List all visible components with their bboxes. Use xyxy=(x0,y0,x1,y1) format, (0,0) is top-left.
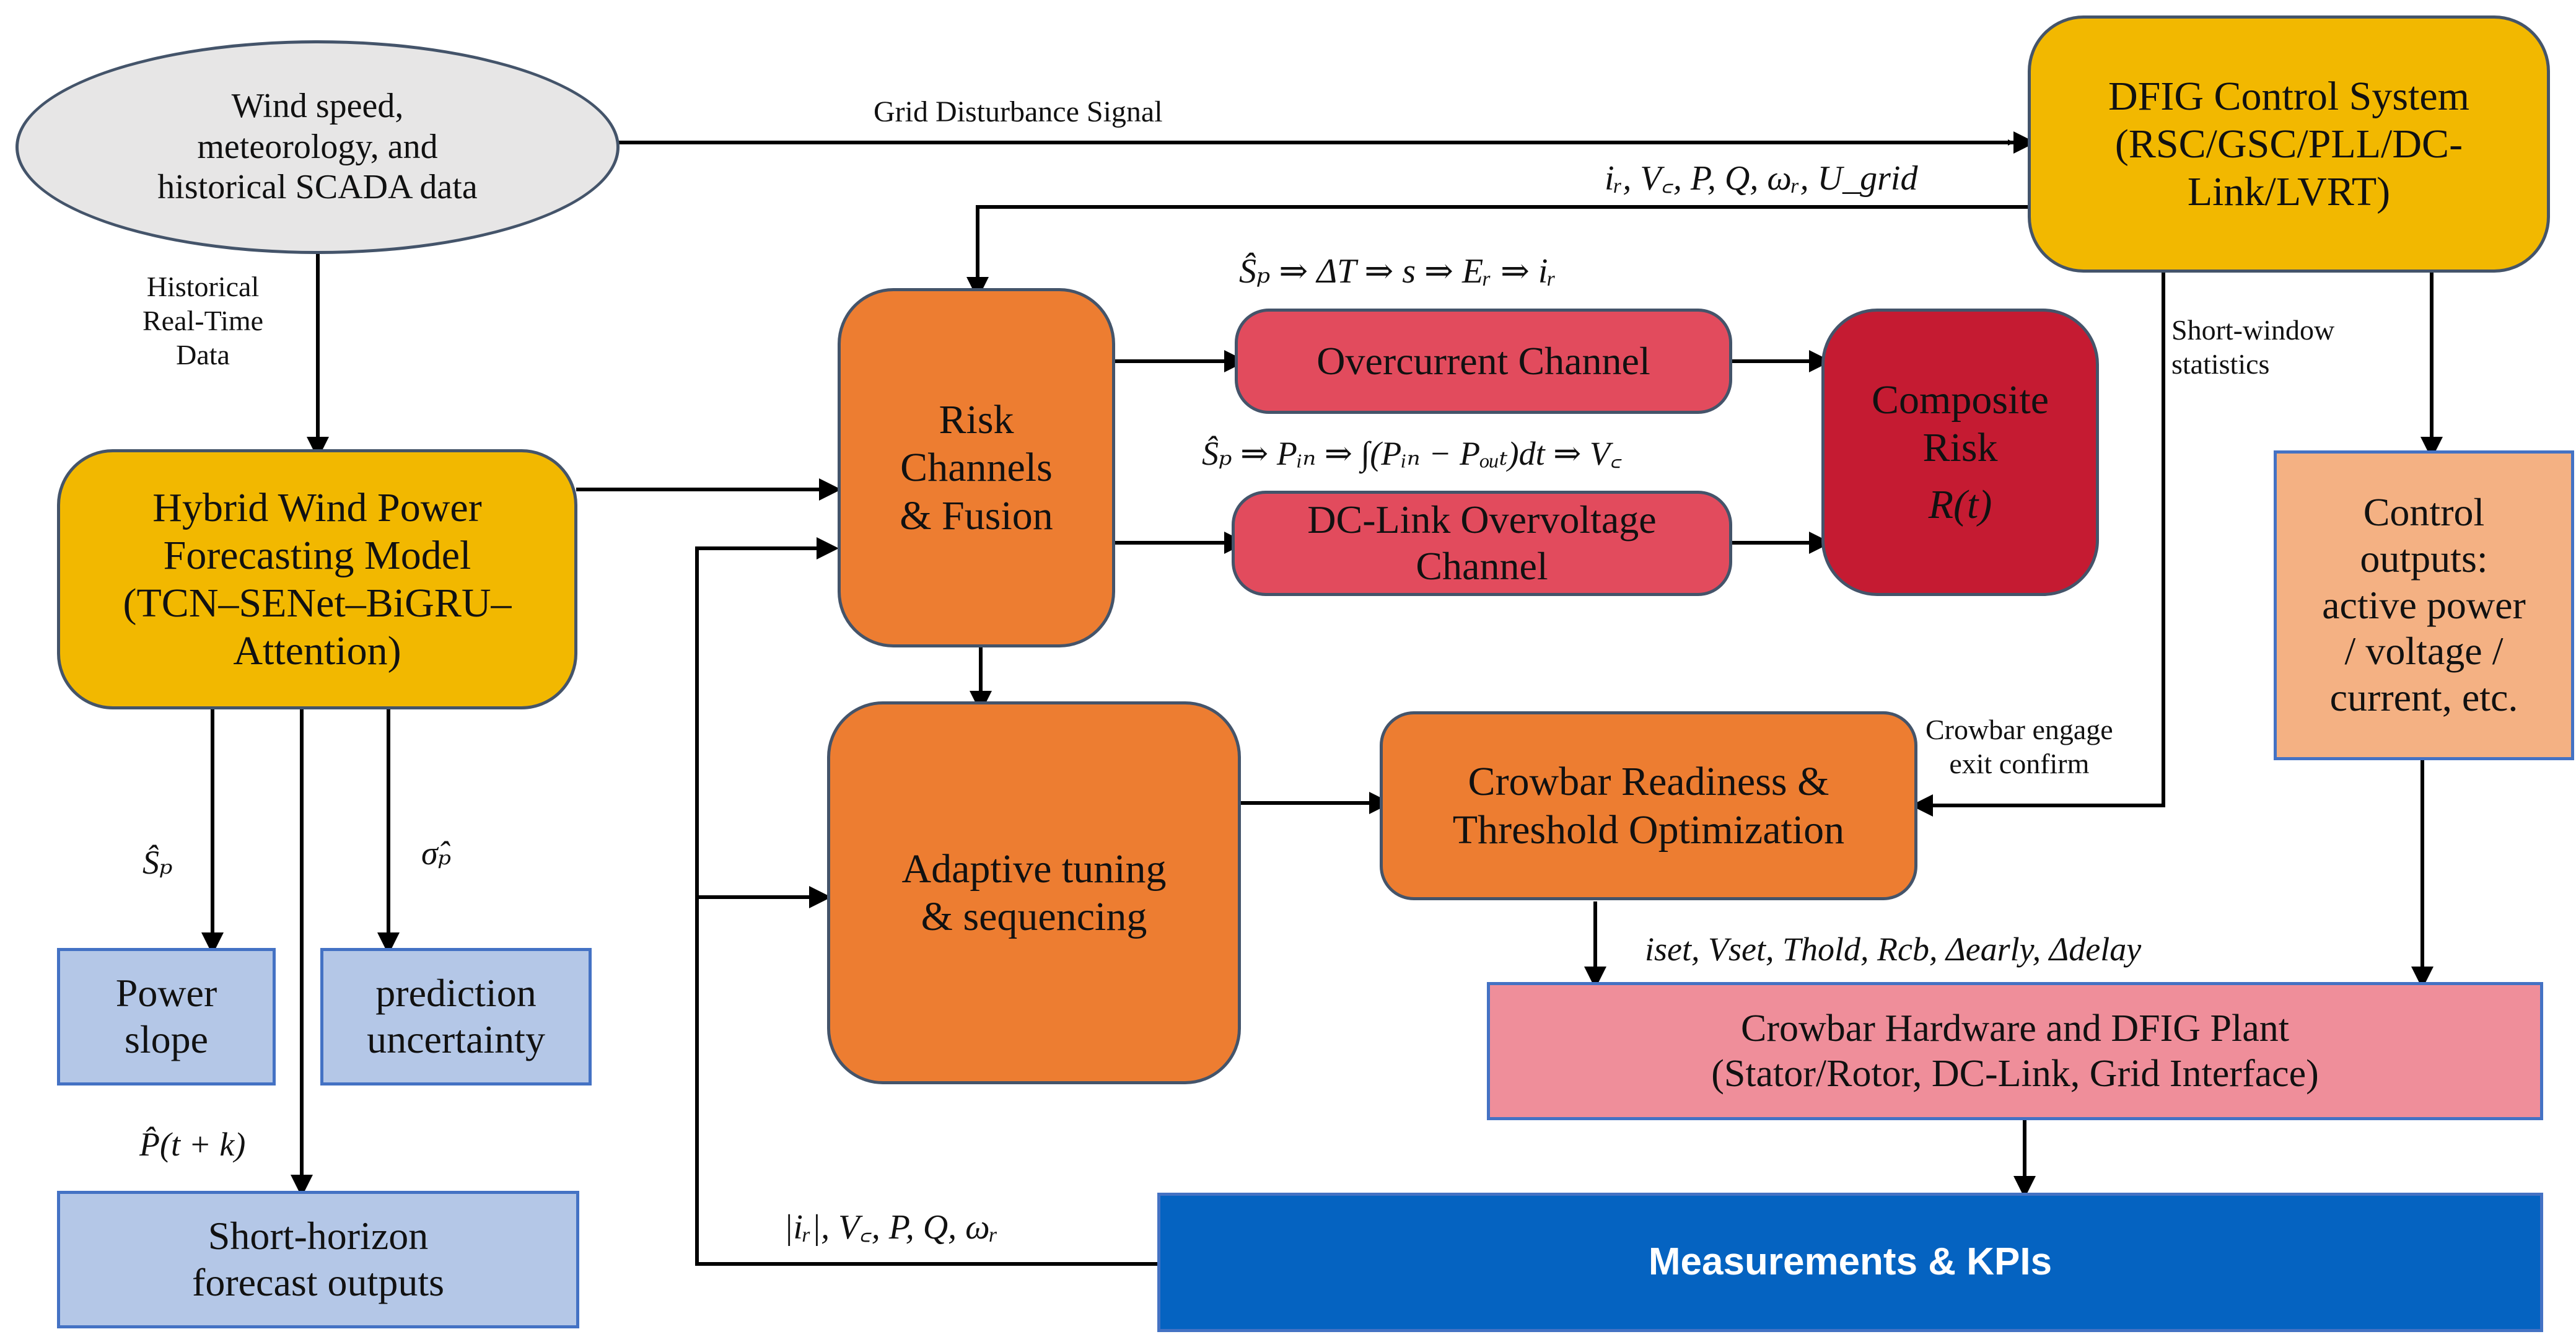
short-horizon-outputs-label: Short-horizon forecast outputs xyxy=(192,1214,444,1304)
uncertainty-symbol: σ̂ₚ xyxy=(421,835,452,872)
adaptive-tuning-label: Adaptive tuning & sequencing xyxy=(901,846,1167,939)
risk-channels-node: Risk Channels & Fusion xyxy=(838,288,1115,647)
short-window-label: Short-window statistics xyxy=(2171,314,2335,380)
crowbar-params-label: iset, Vset, Thold, Rcb, Δearly, Δdelay xyxy=(1645,931,2142,968)
dclink-chain-label: Ŝₚ ⇒ Pᵢₙ ⇒ ∫(Pᵢₙ − Pₒᵤₜ)dt ⇒ V꜀ xyxy=(1202,435,1622,472)
composite-risk-node: Composite Risk R(t) xyxy=(1821,309,2099,596)
power-slope-label: Power slope xyxy=(115,971,217,1061)
power-slope-symbol: Ŝₚ xyxy=(142,844,173,881)
forecast-model-label: Hybrid Wind Power Forecasting Model (TCN… xyxy=(123,485,512,674)
crowbar-hardware-node: Crowbar Hardware and DFIG Plant (Stator/… xyxy=(1487,982,2543,1120)
measurement-signals-label: |iᵣ|, V꜀, P, Q, ωᵣ xyxy=(784,1208,999,1247)
crowbar-engage-label: Crowbar engage exit confirm xyxy=(1925,714,2113,780)
input-data-node: Wind speed, meteorology, and historical … xyxy=(15,40,620,254)
input-data-label: Wind speed, meteorology, and historical … xyxy=(157,87,478,207)
overcurrent-channel-label: Overcurrent Channel xyxy=(1316,338,1650,383)
prediction-uncertainty-label: prediction uncertainty xyxy=(367,971,545,1061)
dfig-control-label: DFIG Control System (RSC/GSC/PLL/DC- Lin… xyxy=(2108,73,2470,215)
short-horizon-outputs-node: Short-horizon forecast outputs xyxy=(57,1191,579,1328)
dfig-control-node: DFIG Control System (RSC/GSC/PLL/DC- Lin… xyxy=(2028,15,2550,273)
grid-disturbance-label: Grid Disturbance Signal xyxy=(874,95,1163,128)
crowbar-readiness-label: Crowbar Readiness & Threshold Optimizati… xyxy=(1452,759,1845,853)
control-outputs-node: Control outputs: active power / voltage … xyxy=(2274,450,2574,760)
risk-channels-label: Risk Channels & Fusion xyxy=(900,397,1053,538)
adaptive-tuning-node: Adaptive tuning & sequencing xyxy=(827,701,1241,1084)
prediction-uncertainty-node: prediction uncertainty xyxy=(320,948,592,1085)
forecast-symbol: P̂(t + k) xyxy=(139,1126,246,1163)
arrow-measurement-feedback xyxy=(695,546,1157,1266)
measurements-node: Measurements & KPIs xyxy=(1157,1193,2543,1332)
composite-risk-label: Composite Risk xyxy=(1871,377,2049,471)
dclink-channel-label: DC-Link Overvoltage Channel xyxy=(1307,498,1657,588)
measurements-label: Measurements & KPIs xyxy=(1648,1240,2052,1284)
historical-realtime-label: Historical Real-Time Data xyxy=(142,271,264,371)
feedback-signals-label: iᵣ, V꜀, P, Q, ωᵣ, U_grid xyxy=(1605,159,1918,198)
overcurrent-chain-label: Ŝₚ ⇒ ΔT ⇒ s ⇒ Eᵣ ⇒ iᵣ xyxy=(1239,252,1557,291)
arrow-feedback-signals xyxy=(976,205,2029,285)
forecast-model-node: Hybrid Wind Power Forecasting Model (TCN… xyxy=(57,449,577,709)
crowbar-readiness-node: Crowbar Readiness & Threshold Optimizati… xyxy=(1380,711,1917,900)
crowbar-hardware-label: Crowbar Hardware and DFIG Plant (Stator/… xyxy=(1711,1007,2319,1095)
arrow-short-window xyxy=(1924,273,2165,807)
composite-risk-symbol: R(t) xyxy=(1928,481,1992,527)
power-slope-node: Power slope xyxy=(57,948,276,1085)
control-outputs-label: Control outputs: active power / voltage … xyxy=(2322,489,2526,720)
overcurrent-channel-node: Overcurrent Channel xyxy=(1235,309,1732,414)
dclink-channel-node: DC-Link Overvoltage Channel xyxy=(1232,491,1732,596)
